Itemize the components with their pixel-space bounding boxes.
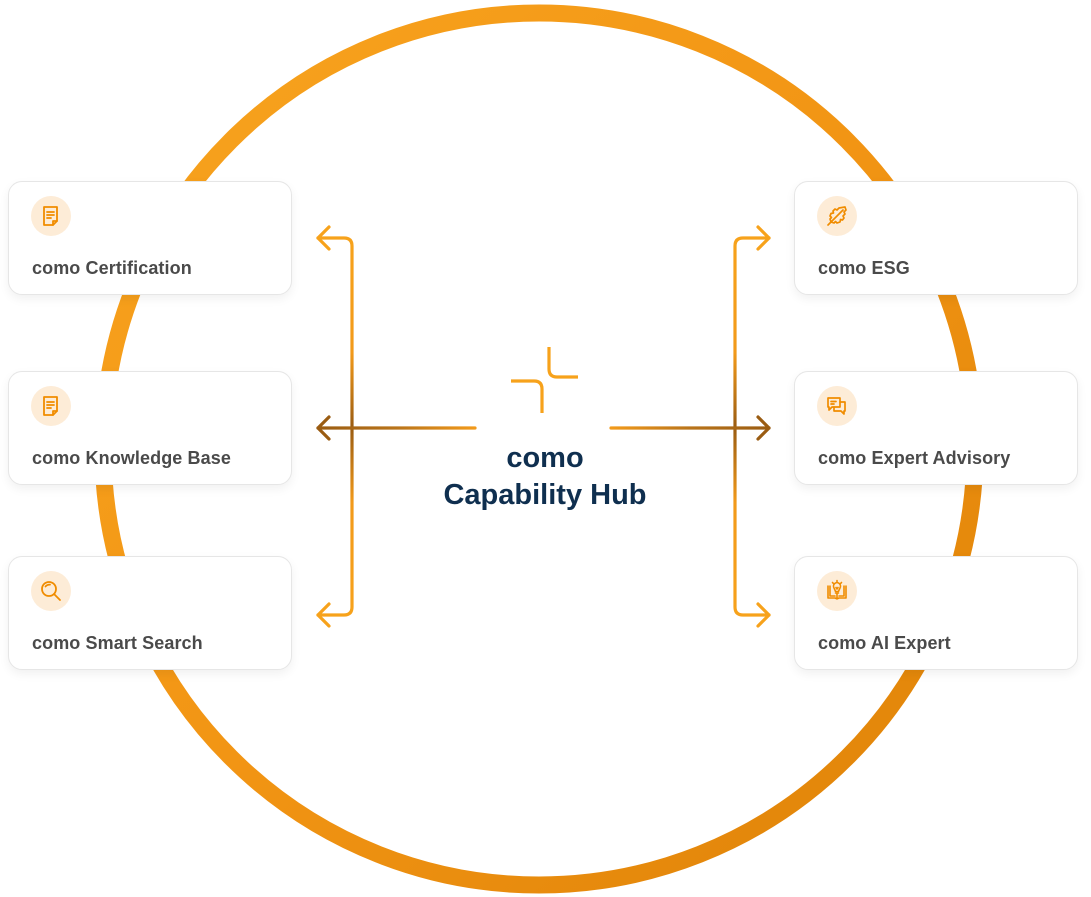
arrowhead-left-top — [316, 225, 331, 251]
lightbulb-book-icon — [827, 579, 847, 600]
search-icon — [41, 581, 61, 601]
arrowhead-right-bottom — [756, 602, 771, 628]
card-expert-advisory[interactable]: como Expert Advisory — [794, 371, 1078, 485]
document-icon — [43, 396, 58, 416]
hub-title-line1: como — [506, 442, 584, 474]
card-ai-expert[interactable]: como AI Expert — [794, 556, 1078, 670]
icon-badge — [817, 571, 857, 611]
icon-badge — [817, 196, 857, 236]
arrowhead-right-middle — [756, 415, 771, 441]
card-esg[interactable]: como ESG — [794, 181, 1078, 295]
card-label: como Smart Search — [32, 633, 203, 653]
card-label: como AI Expert — [818, 633, 951, 653]
leaf-icon — [827, 206, 847, 226]
hub-title-line2: Capability Hub — [443, 479, 647, 511]
card-label: como Expert Advisory — [818, 448, 1011, 468]
card-smart-search[interactable]: como Smart Search — [8, 556, 292, 670]
card-label: como ESG — [818, 258, 910, 278]
card-label: como Knowledge Base — [32, 448, 231, 468]
card-label: como Certification — [32, 258, 192, 278]
como-logo-mark-icon — [511, 347, 578, 413]
icon-badge — [817, 386, 857, 426]
card-knowledge-base[interactable]: como Knowledge Base — [8, 371, 292, 485]
arrowhead-left-middle — [316, 415, 331, 441]
card-certification[interactable]: como Certification — [8, 181, 292, 295]
icon-badge — [31, 386, 71, 426]
icon-badge — [31, 571, 71, 611]
chat-bubbles-icon — [827, 397, 846, 415]
icon-badge — [31, 196, 71, 236]
document-icon — [43, 206, 58, 226]
arrowhead-left-bottom — [316, 602, 331, 628]
hub-title: como Capability Hub — [395, 440, 695, 514]
arrowhead-right-top — [756, 225, 771, 251]
